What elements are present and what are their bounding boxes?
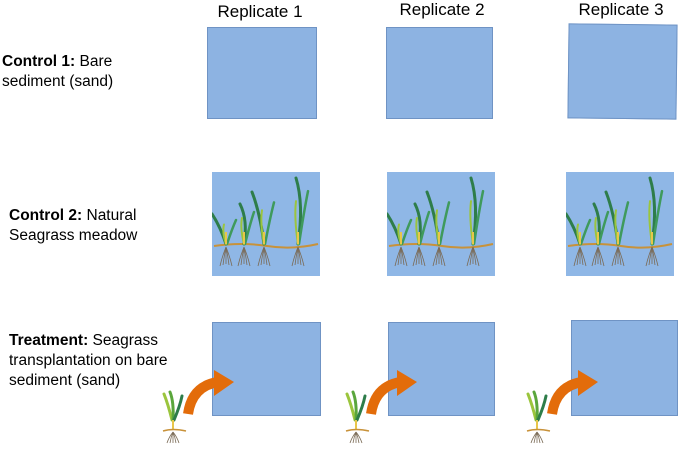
seagrass-shoot [604, 190, 630, 267]
row-label-treatment-text-2: transplantation on bare [9, 352, 168, 369]
seagrass-plant-icon [526, 390, 551, 444]
row-label-control-2: Control 2: Natural Seagrass meadow [9, 206, 137, 246]
row-label-control-2-title: Control 2: [9, 207, 83, 224]
row-label-control-1-text-2: sediment (sand) [2, 73, 114, 90]
plot-control-2-replicate-2 [387, 172, 495, 276]
seagrass-shoot [591, 202, 610, 267]
seagrass-plant-icon [162, 390, 187, 444]
column-header-replicate-1: Replicate 1 [217, 2, 303, 21]
row-label-treatment-text: Seagrass [88, 332, 159, 349]
row-label-control-1-text: Bare [75, 53, 113, 70]
row-label-treatment: Treatment: Seagrass transplantation on b… [9, 331, 168, 391]
seagrass-shoot [250, 190, 276, 267]
seagrass-plant-icon [345, 390, 370, 444]
row-label-control-1: Control 1: Bare sediment (sand) [2, 52, 113, 92]
plot-control-2-replicate-3 [566, 172, 674, 276]
seagrass-shoot [387, 212, 413, 267]
seagrass-shoot [425, 190, 451, 267]
plot-treatment-replicate-3 [571, 320, 678, 416]
seagrass-shoot [237, 202, 256, 267]
plot-control-1-replicate-2 [386, 27, 493, 119]
curved-arrow-icon [547, 370, 598, 415]
seagrass-shoot [466, 176, 485, 267]
seagrass-shoot [566, 212, 592, 267]
transplant-replicate-2 [341, 368, 431, 450]
row-label-control-1-title: Control 1: [2, 53, 76, 70]
seagrass-shoot [645, 176, 664, 267]
transplant-replicate-3 [522, 368, 612, 450]
seagrass-meadow-illustration [566, 176, 673, 267]
seagrass-shoot [412, 202, 431, 267]
plot-control-1-replicate-1 [207, 27, 317, 119]
curved-arrow-icon [183, 370, 234, 415]
plot-control-2-replicate-1 [212, 172, 320, 276]
plot-treatment-replicate-1 [212, 322, 321, 416]
seagrass-meadow-illustration [387, 176, 494, 267]
seagrass-meadow-illustration [212, 176, 319, 267]
row-label-treatment-title: Treatment: [9, 332, 89, 349]
column-header-replicate-2: Replicate 2 [399, 0, 485, 19]
plot-control-1-replicate-3 [567, 23, 678, 120]
row-label-control-2-text-2: Seagrass meadow [9, 227, 138, 244]
curved-arrow-icon [366, 370, 417, 415]
seagrass-shoot [212, 212, 238, 267]
column-header-replicate-3: Replicate 3 [578, 0, 664, 19]
row-label-control-2-text: Natural [82, 207, 137, 224]
row-label-treatment-text-3: sediment (sand) [9, 372, 121, 389]
transplant-replicate-1 [158, 368, 248, 450]
plot-treatment-replicate-2 [388, 322, 495, 416]
seagrass-shoot [291, 176, 310, 267]
